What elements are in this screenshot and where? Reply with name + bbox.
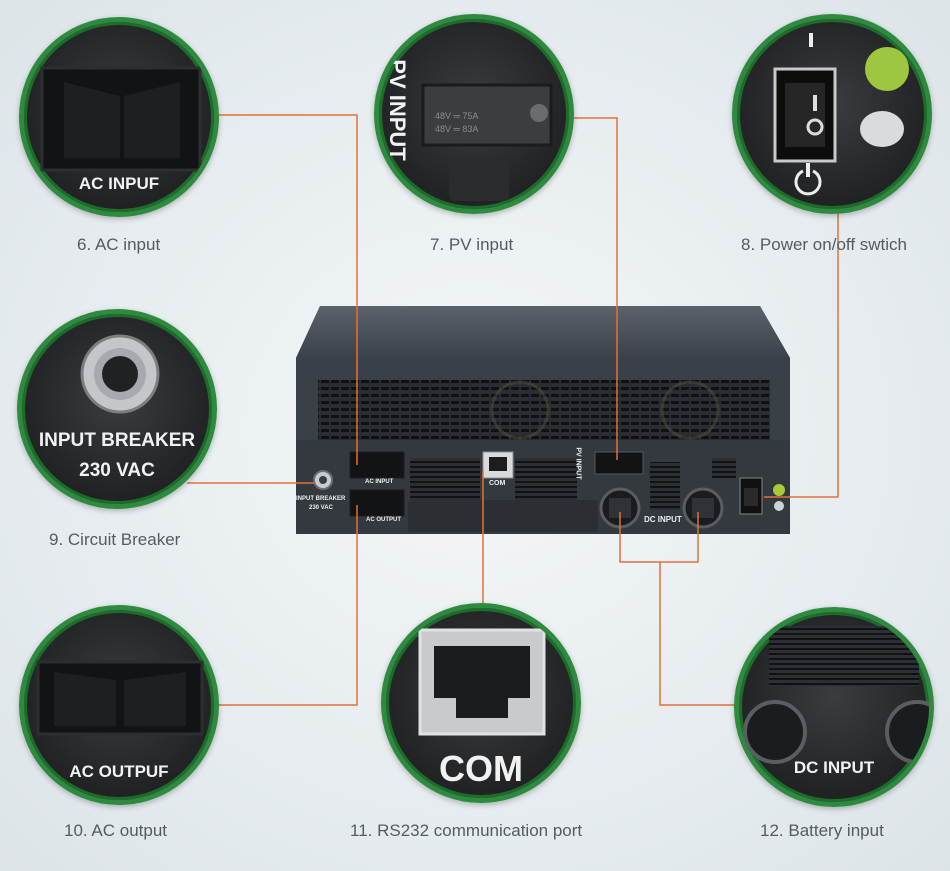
- caption-dc-input: 12. Battery input: [760, 821, 884, 840]
- callout-dc-input: DC INPUT: [734, 607, 934, 807]
- callout-com: COM: [381, 603, 581, 803]
- caption-breaker: 9. Circuit Breaker: [49, 530, 181, 549]
- callout-breaker: INPUT BREAKER 230 VAC: [17, 309, 217, 509]
- callout-power-switch: [732, 14, 932, 214]
- device-ac-input-socket: [349, 451, 405, 479]
- device-label-dc-input: DC INPUT: [644, 515, 682, 524]
- callout-pv-input: 48V ═ 75A 48V ═ 83A PV INPUT: [374, 14, 574, 214]
- device-label-breaker-line1: INPUT BREAKER: [296, 496, 346, 502]
- callout-ac-output-label: AC OUTPUF: [69, 762, 169, 781]
- callout-breaker-label-line1: INPUT BREAKER: [38, 430, 196, 451]
- device-label-com: COM: [489, 480, 506, 487]
- callout-breaker-label-line2: 230 VAC: [79, 460, 155, 481]
- callout-com-label: COM: [439, 748, 523, 789]
- caption-com: 11. RS232 communication port: [350, 821, 583, 840]
- upper-vent: [318, 380, 770, 440]
- caption-power-switch: 8. Power on/off swtich: [741, 235, 907, 254]
- callout-dc-input-label: DC INPUT: [793, 758, 875, 777]
- device-pv-socket: [594, 451, 644, 475]
- callout-ac-input-label: AC INPUF: [78, 174, 160, 193]
- leader-lines: [187, 114, 839, 706]
- device-label-ac-input: AC INPUT: [365, 479, 394, 485]
- device-label-pv-input: PV INPUT: [574, 447, 582, 480]
- caption-ac-output: 10. AC output: [64, 821, 168, 840]
- device-ac-output-socket: [349, 489, 405, 517]
- svg-text:48V ═ 83A: 48V ═ 83A: [435, 124, 478, 134]
- device-label-breaker-line2: 230 VAC: [309, 505, 333, 511]
- device-label-ac-output: AC OUTPUT: [366, 517, 401, 523]
- callout-pv-input-label: PV INPUT: [385, 59, 410, 161]
- caption-ac-input: 6. AC input: [77, 235, 161, 254]
- callout-ac-output: AC OUTPUF: [19, 605, 219, 805]
- svg-text:48V ═ 75A: 48V ═ 75A: [435, 111, 478, 121]
- caption-pv-input: 7. PV input: [430, 235, 514, 254]
- callout-ac-input: AC INPUF: [19, 17, 219, 217]
